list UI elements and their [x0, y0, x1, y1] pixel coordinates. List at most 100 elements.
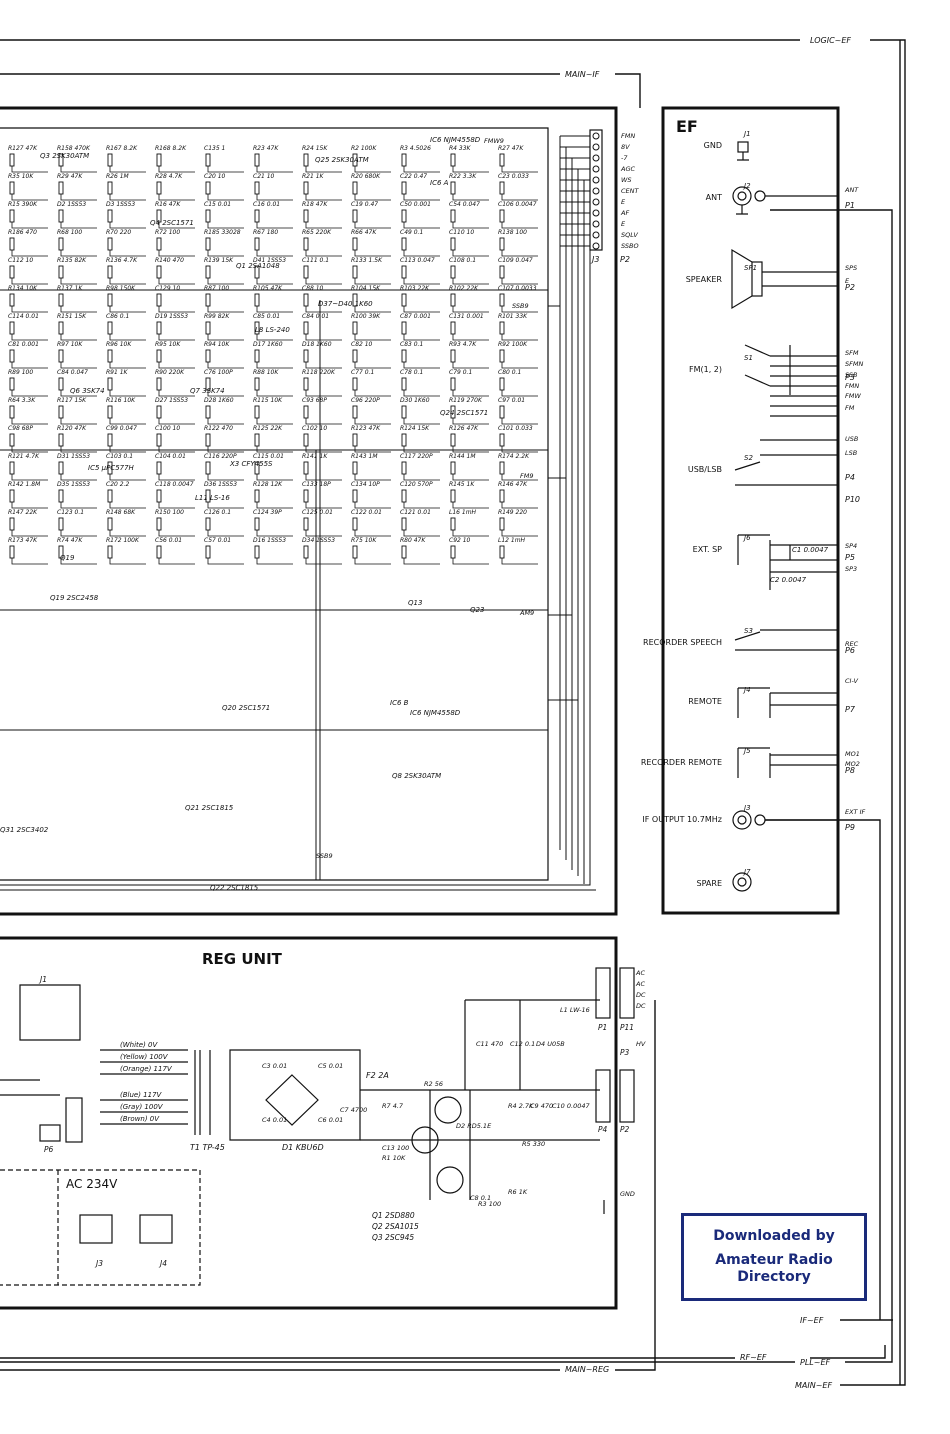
main-component-lead	[207, 502, 244, 509]
main-component-lead	[11, 250, 48, 257]
main-component-symbol	[499, 181, 505, 195]
main-component-lead	[158, 530, 195, 537]
main-component-lead	[158, 474, 195, 481]
main-component-label: D31 1SS53	[57, 453, 90, 460]
main-component-lead	[109, 530, 146, 537]
main-component-symbol	[499, 321, 505, 335]
main-component-symbol	[401, 209, 407, 223]
main-component-symbol	[205, 433, 211, 447]
main-component-symbol	[156, 545, 162, 559]
main-component-symbol	[352, 405, 358, 419]
ef-signal-label: SFMN	[845, 360, 863, 368]
main-component-symbol	[352, 349, 358, 363]
main-component-label: R119 270K	[449, 397, 483, 404]
main-component-label: R18 47K	[302, 201, 328, 208]
ef-component-ref: S3	[744, 627, 753, 635]
reg-winding-labels: (White) 0V(Yellow) 100V(Orange) 117V(Blu…	[120, 1041, 173, 1123]
main-component-symbol	[254, 489, 260, 503]
ef-title: EF	[676, 117, 698, 136]
main-p2-label: P2	[620, 255, 630, 264]
ef-component-ref: J3	[742, 804, 751, 812]
main-component-lead	[452, 278, 489, 285]
main-component-label: C123 0.1	[57, 509, 84, 516]
main-component-lead	[109, 502, 146, 509]
main-component-lead	[60, 502, 97, 509]
main-component-symbol	[205, 517, 211, 531]
reg-connector-label: P11	[620, 1023, 634, 1032]
main-component-symbol	[156, 153, 162, 167]
main-component-label: R123 47K	[351, 425, 381, 432]
main-pin-label: WS	[621, 176, 632, 184]
ef-component-label: ANT	[706, 193, 722, 202]
main-component-symbol	[352, 489, 358, 503]
reg-transistor-label: Q2 2SA1015	[372, 1222, 419, 1231]
main-component-lead	[305, 306, 342, 313]
ef-component-pin: P5	[845, 553, 855, 562]
main-component-lead	[60, 362, 97, 369]
main-component-symbol	[352, 433, 358, 447]
main-component-symbol	[107, 349, 113, 363]
ef-component-ref: S1	[744, 354, 753, 362]
main-component-symbol	[450, 181, 456, 195]
main-component-label: C16 0.01	[253, 201, 280, 208]
harness-pll-ef: PLL~EF	[800, 1358, 830, 1367]
main-component-lead	[501, 502, 538, 509]
main-component-lead	[207, 558, 244, 565]
ef-component-label: GND	[704, 141, 722, 150]
main-component-lead	[452, 250, 489, 257]
main-component-label: R158 470K	[57, 145, 91, 152]
reg-connector-label: P1	[598, 1023, 607, 1032]
main-component-lead	[501, 278, 538, 285]
main-component-lead	[403, 306, 440, 313]
main-component-lead	[109, 558, 146, 565]
main-component-symbol	[205, 321, 211, 335]
main-component-symbol	[352, 265, 358, 279]
main-component-lead	[354, 390, 391, 397]
main-component-symbol	[9, 489, 15, 503]
main-component-lead	[11, 474, 48, 481]
reg-part-label: R2 56	[424, 1080, 443, 1088]
main-component-lead	[60, 558, 97, 565]
ef-component-label: FM(1, 2)	[689, 365, 722, 374]
ef-component-pin: P3	[845, 373, 855, 382]
main-component-lead	[207, 194, 244, 201]
main-component-label: C93 68P	[302, 397, 327, 404]
main-component-label: D2 1SS53	[57, 201, 86, 208]
main-component-lead	[354, 530, 391, 537]
main-component-label: C102 10	[302, 425, 327, 432]
main-component-symbol	[156, 517, 162, 531]
main-component-label: C107 0.0033	[498, 285, 537, 292]
main-component-symbol	[450, 237, 456, 251]
ef-component-label: USB/LSB	[688, 465, 722, 474]
main-component-symbol	[9, 153, 15, 167]
main-component-lead	[305, 166, 342, 173]
main-transistor-label: Q8 2SK30ATM	[392, 772, 441, 780]
main-component-label: C80 0.1	[498, 369, 521, 376]
main-component-lead	[207, 362, 244, 369]
main-component-label: R97 10K	[57, 341, 83, 348]
main-transistor-label: Q23	[470, 606, 484, 614]
main-component-symbol	[254, 517, 260, 531]
reg-title: REG UNIT	[202, 950, 283, 968]
reg-winding-label: (Gray) 100V	[120, 1103, 164, 1111]
main-component-label: D17 1K60	[253, 341, 283, 348]
main-component-symbol	[254, 181, 260, 195]
main-component-symbol	[156, 237, 162, 251]
main-component-symbol	[303, 461, 309, 475]
main-component-lead	[11, 446, 48, 453]
main-component-lead	[109, 418, 146, 425]
main-component-label: C85 0.01	[253, 313, 280, 320]
main-component-label: C97 0.01	[498, 397, 525, 404]
main-component-symbol	[205, 293, 211, 307]
main-transistor-label: Q7 3SK74	[190, 387, 225, 395]
main-component-symbol	[352, 545, 358, 559]
main-component-symbol	[303, 293, 309, 307]
main-component-label: C99 0.047	[106, 425, 137, 432]
main-component-symbol	[499, 349, 505, 363]
main-component-label: R172 100K	[106, 537, 140, 544]
ef-component-pin: P9	[845, 823, 855, 832]
